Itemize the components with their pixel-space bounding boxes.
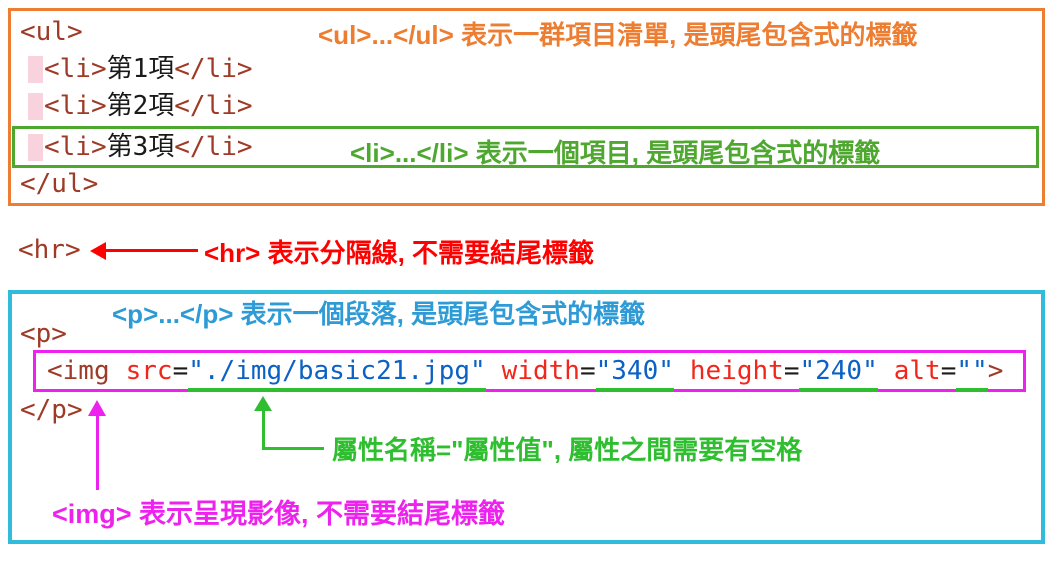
equals-sign: = <box>172 356 189 386</box>
code-ul-close: </ul> <box>20 168 98 200</box>
li1-text: 第1項 <box>106 54 175 84</box>
equals-sign: = <box>940 356 957 386</box>
code-hr: <hr> <box>18 234 81 266</box>
li2-open-tag: <li> <box>44 91 107 121</box>
equals-sign: = <box>579 356 596 386</box>
li3-text: 第3項 <box>106 132 175 162</box>
attr-arrow-line <box>262 409 265 450</box>
code-p-close: </p> <box>20 394 83 426</box>
img-src-value: "./img/basic21.jpg" <box>188 356 486 392</box>
img-close-bracket: > <box>987 356 1004 386</box>
img-src-attr-name: src <box>125 356 173 386</box>
img-alt-value: "" <box>956 356 988 392</box>
code-ul-open: <ul> <box>20 16 83 48</box>
img-highlight-frame <box>33 350 1026 392</box>
li1-close-tag: </li> <box>174 54 253 84</box>
p-open-tag: <p> <box>20 319 67 349</box>
img-alt-attr-name: alt <box>893 356 941 386</box>
hr-arrow-line <box>104 249 198 252</box>
p-annotation: <p>...</p> 表示一個段落, 是頭尾包含式的標籤 <box>112 299 646 329</box>
code-p-open: <p> <box>20 318 67 350</box>
hr-arrowhead <box>90 242 106 260</box>
li-annotation: <li>...</li> 表示一個項目, 是頭尾包含式的標籤 <box>350 138 881 168</box>
ul-close-tag: </ul> <box>20 169 99 199</box>
p-example-frame <box>8 290 1045 544</box>
attr-arrow-elbow <box>262 447 324 450</box>
attr-annotation: 屬性名稱="屬性值", 屬性之間需要有空格 <box>332 435 803 465</box>
img-arrow-line <box>96 414 99 490</box>
li3-close-tag: </li> <box>174 132 253 162</box>
code-li-2: <li>第2項</li> <box>44 90 253 122</box>
li3-open-tag: <li> <box>44 132 107 162</box>
img-open-tag: <img <box>47 356 110 386</box>
img-annotation: <img> 表示呈現影像, 不需要結尾標籤 <box>52 499 506 529</box>
img-arrowhead <box>88 400 106 416</box>
img-height-value: "240" <box>799 356 878 392</box>
indent-highlight <box>28 93 43 120</box>
equals-sign: = <box>783 356 800 386</box>
li2-close-tag: </li> <box>174 91 253 121</box>
code-li-1: <li>第1項</li> <box>44 53 253 85</box>
img-width-value: "340" <box>595 356 674 392</box>
indent-highlight <box>28 56 43 83</box>
li1-open-tag: <li> <box>44 54 107 84</box>
li-highlight-frame <box>12 126 1039 168</box>
indent-highlight <box>28 134 43 161</box>
hr-annotation: <hr> 表示分隔線, 不需要結尾標籤 <box>204 238 595 268</box>
img-width-attr-name: width <box>501 356 580 386</box>
hr-tag: <hr> <box>18 235 81 265</box>
img-height-attr-name: height <box>689 356 784 386</box>
ul-annotation: <ul>...</ul> 表示一群項目清單, 是頭尾包含式的標籤 <box>318 20 918 50</box>
code-li-3: <li>第3項</li> <box>44 131 253 163</box>
attr-arrowhead <box>254 396 272 411</box>
p-close-tag: </p> <box>20 395 83 425</box>
li2-text: 第2項 <box>106 91 175 121</box>
ul-example-frame <box>8 8 1045 206</box>
ul-open-tag: <ul> <box>20 17 83 47</box>
